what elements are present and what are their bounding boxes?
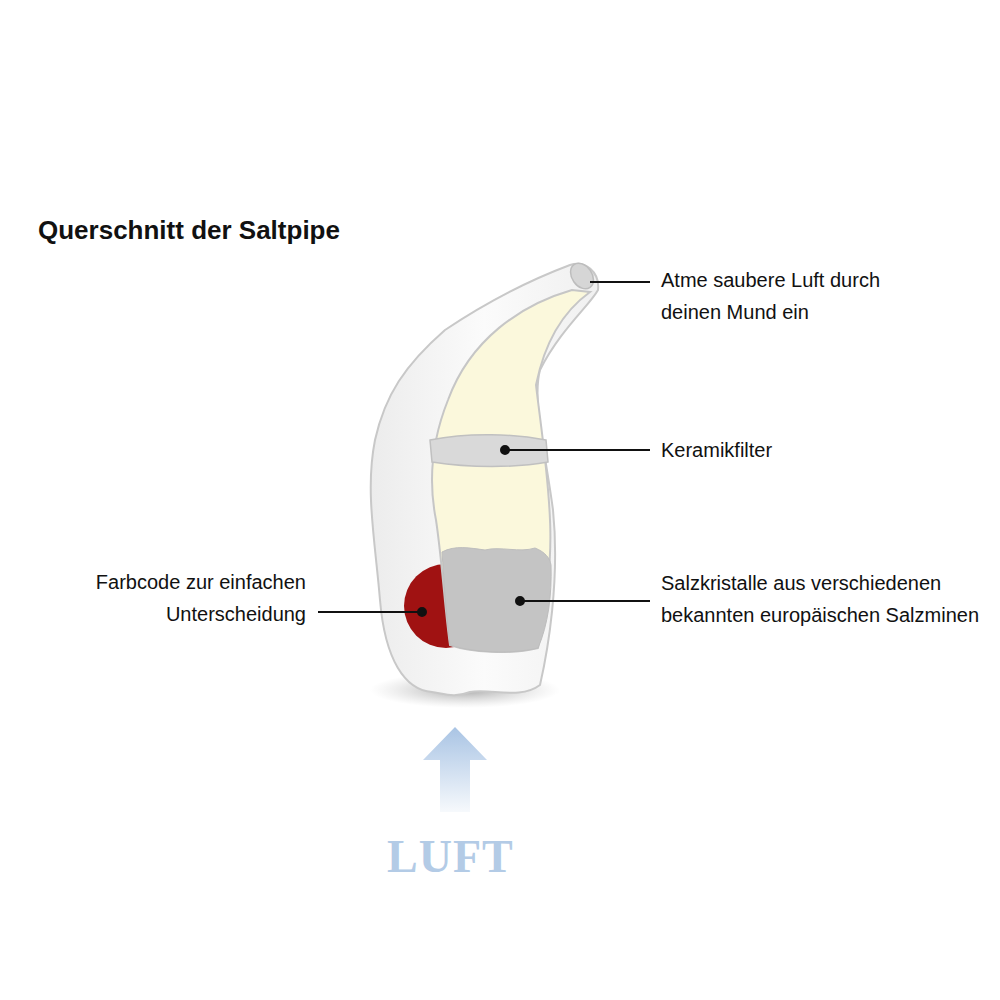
callout-label: Farbcode zur einfachen Unterscheidung <box>50 566 306 630</box>
mouthpiece-opening <box>566 259 598 293</box>
leader-line <box>590 281 650 283</box>
air-label: LUFT <box>387 832 514 882</box>
callout-label: Salzkristalle aus verschiedenen bekannte… <box>661 567 986 631</box>
leader-line <box>505 449 650 451</box>
pipe-body <box>371 264 598 695</box>
leader-line <box>520 600 650 602</box>
inner-chamber <box>432 290 590 652</box>
leader-line <box>318 611 422 613</box>
callout-label: Keramikfilter <box>661 434 861 466</box>
air-arrow <box>423 727 487 812</box>
title: Querschnitt der Saltpipe <box>38 214 340 246</box>
salt-crystals <box>442 548 551 652</box>
callout-label: Atme saubere Luft durch deinen Mund ein <box>661 264 893 328</box>
